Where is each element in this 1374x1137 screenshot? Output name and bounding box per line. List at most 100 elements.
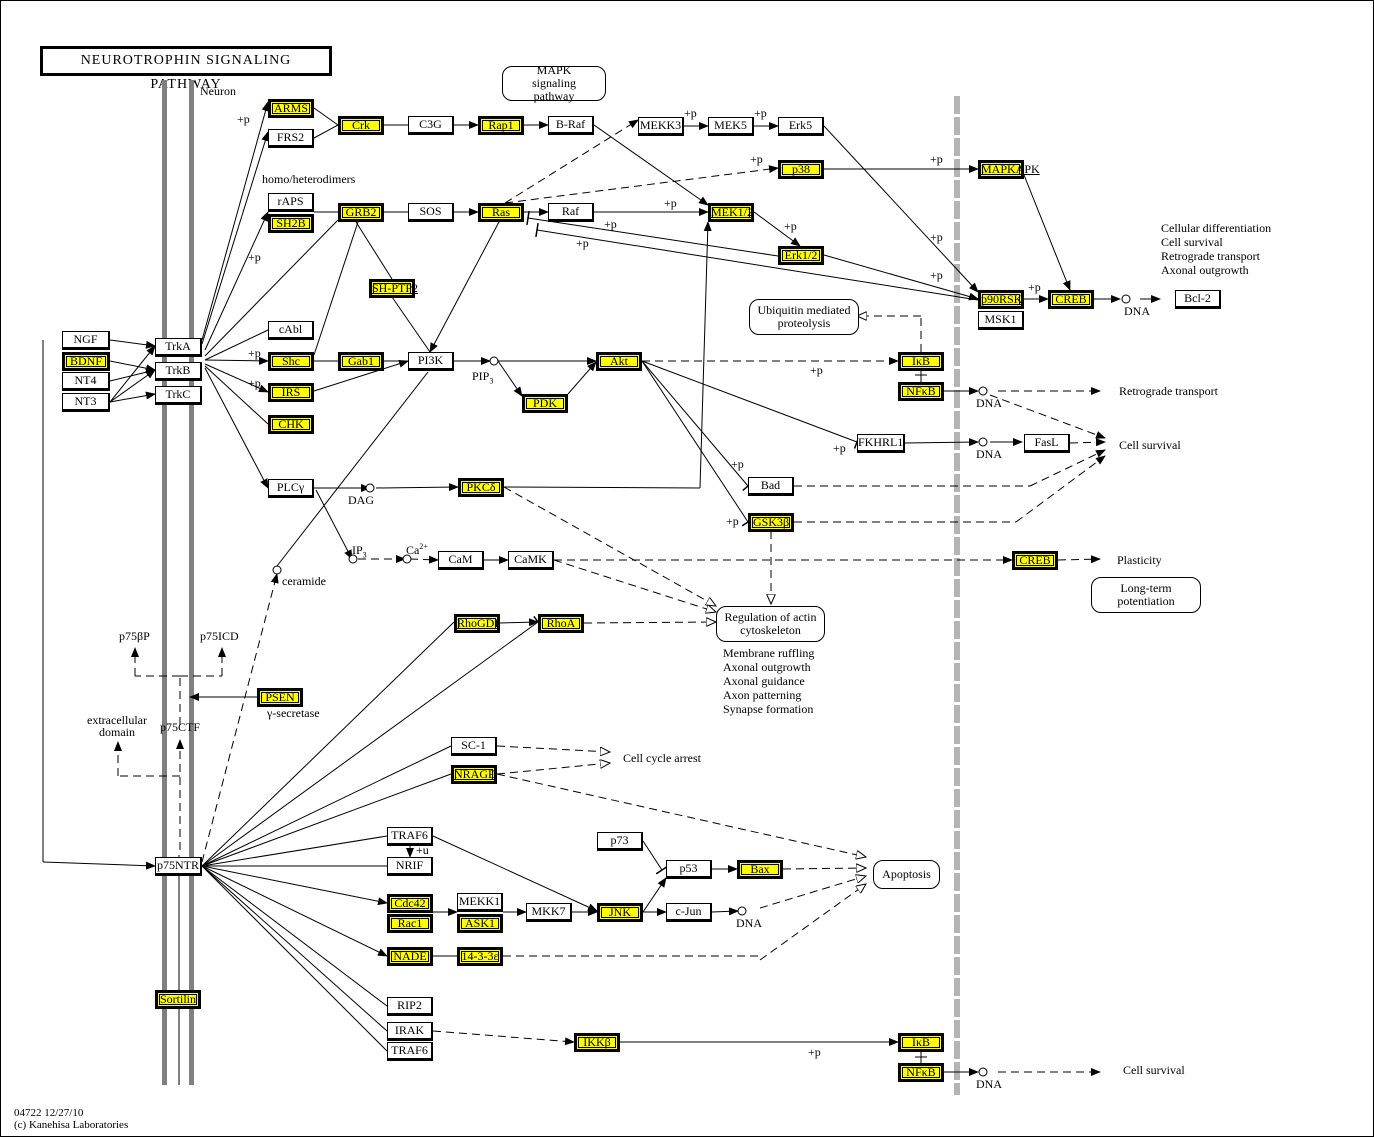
gene-node-rac1[interactable]: Rac1 — [387, 914, 433, 933]
gene-node-mek12[interactable]: MEK1/2 — [708, 203, 754, 222]
gene-node-shptp2[interactable]: SH-PTP2 — [369, 279, 418, 298]
ltp-pathway-text: Long-term potentiation — [1117, 581, 1175, 608]
gene-node-nfkb1[interactable]: NFκB — [898, 382, 944, 401]
gene-node-raps[interactable]: rAPS — [268, 193, 314, 212]
gene-node-cabl[interactable]: cAbl — [268, 321, 314, 340]
gene-node-sc1[interactable]: SC-1 — [451, 737, 497, 756]
gene-node-camk[interactable]: CaMK — [508, 551, 554, 570]
gene-node-nrif[interactable]: NRIF — [387, 857, 433, 876]
gene-node-msk1[interactable]: MSK1 — [978, 311, 1024, 330]
gene-node-akt[interactable]: Akt — [596, 352, 642, 371]
apoptosis-pathway-link[interactable]: Apoptosis — [873, 860, 940, 889]
gene-node-irs[interactable]: IRS — [268, 383, 314, 402]
gene-node-chk[interactable]: CHK — [268, 415, 314, 434]
gene-node-ngf[interactable]: NGF — [62, 331, 110, 350]
gene-node-cjun[interactable]: c-Jun — [666, 903, 712, 922]
gene-node-erk5[interactable]: Erk5 — [778, 117, 824, 136]
gene-node-p53[interactable]: p53 — [666, 860, 712, 879]
compound-circle[interactable] — [978, 386, 988, 396]
compound-circle[interactable] — [978, 437, 988, 447]
compound-circle[interactable] — [1121, 294, 1131, 304]
gene-node-ask1[interactable]: ASK1 — [457, 914, 503, 933]
gene-node-gab1[interactable]: Gab1 — [338, 352, 384, 371]
edge — [642, 877, 667, 913]
gene-node-ywhae[interactable]: 14-3-3ε — [457, 947, 503, 966]
gene-node-frs2[interactable]: FRS2 — [268, 129, 314, 148]
gene-node-cam[interactable]: CaM — [438, 551, 484, 570]
gene-node-p75ntr[interactable]: p75NTR — [155, 857, 202, 876]
gene-node-nfkb2[interactable]: NFκB — [898, 1063, 944, 1082]
gene-node-jnk[interactable]: JNK — [597, 903, 643, 922]
gene-node-plcg[interactable]: PLCγ — [268, 479, 314, 498]
gene-node-mekk3[interactable]: MEKK3 — [638, 117, 684, 136]
gene-node-bdnf[interactable]: BDNF — [62, 352, 110, 371]
actin-pathway-link[interactable]: Regulation of actin cytoskeleton — [716, 606, 825, 642]
gene-node-cdc42[interactable]: Cdc42 — [387, 894, 433, 913]
gene-node-traf6b[interactable]: TRAF6 — [387, 1042, 433, 1061]
gene-node-crk[interactable]: Crk — [338, 116, 384, 135]
gene-node-psen[interactable]: PSEN — [257, 688, 303, 707]
gene-node-traf6a[interactable]: TRAF6 — [387, 827, 433, 846]
gene-node-braf[interactable]: B-Raf — [548, 116, 594, 135]
gene-node-sortilin[interactable]: Sortilin — [155, 990, 201, 1009]
gene-node-raf[interactable]: Raf — [548, 203, 594, 222]
gene-node-sh2b[interactable]: SH2B — [268, 214, 314, 233]
gene-node-mek5[interactable]: MEK5 — [708, 117, 754, 136]
compound-circle[interactable] — [402, 554, 412, 564]
gene-node-pi3k[interactable]: PI3K — [408, 352, 454, 371]
compound-circle[interactable] — [348, 554, 358, 564]
gene-node-bax[interactable]: Bax — [737, 860, 783, 879]
gene-node-mkk7[interactable]: MKK7 — [526, 903, 572, 922]
outcome-item: Cell survival — [1161, 235, 1223, 249]
gene-node-rhogdi[interactable]: RhoGDI — [454, 614, 500, 633]
gene-node-p90rsk[interactable]: p90RSK — [978, 290, 1024, 309]
gene-node-bad[interactable]: Bad — [748, 477, 794, 496]
gene-node-gsk3b[interactable]: GSK3β — [748, 513, 794, 532]
outcome-item: Axon patterning — [723, 688, 802, 702]
gene-node-shc[interactable]: Shc — [268, 352, 314, 371]
plasma-membrane-outer — [162, 80, 167, 1085]
gene-node-ras[interactable]: Ras — [478, 203, 524, 222]
gene-node-arms[interactable]: ARMS — [268, 99, 314, 118]
compound-circle[interactable] — [272, 565, 282, 575]
gene-node-mekk1[interactable]: MEKK1 — [457, 893, 503, 912]
gene-node-sos[interactable]: SOS — [408, 203, 454, 222]
gamma-secretase-label: γ-secretase — [267, 706, 320, 720]
compound-circle[interactable] — [737, 906, 747, 916]
gene-node-mapkapk[interactable]: MAPKAPK — [978, 160, 1040, 179]
gene-node-p38[interactable]: p38 — [778, 160, 824, 179]
gene-node-erk12[interactable]: Erk1/2 — [778, 246, 824, 265]
gene-node-pdk[interactable]: PDK — [522, 394, 568, 413]
compound-circle[interactable] — [365, 483, 375, 493]
gene-node-nt3[interactable]: NT3 — [62, 393, 110, 412]
gene-node-fasl[interactable]: FasL — [1024, 434, 1070, 453]
gene-node-rhoa[interactable]: RhoA — [538, 614, 584, 633]
gene-node-trkb[interactable]: TrkB — [155, 362, 202, 381]
gene-node-ikb1[interactable]: IκB — [898, 352, 944, 371]
edge — [429, 219, 501, 353]
gene-node-trkc[interactable]: TrkC — [155, 386, 202, 405]
gene-node-nt4[interactable]: NT4 — [62, 372, 110, 391]
edge — [759, 884, 866, 961]
gene-node-rap1[interactable]: Rap1 — [478, 116, 524, 135]
gene-node-ikkb[interactable]: IKKβ — [574, 1033, 620, 1052]
gene-node-grb2[interactable]: GRB2 — [338, 203, 384, 222]
gene-node-rip2[interactable]: RIP2 — [387, 997, 433, 1016]
gene-node-creb1[interactable]: CREB — [1048, 290, 1094, 309]
gene-node-nade[interactable]: NADE — [387, 947, 433, 966]
gene-node-p73[interactable]: p73 — [597, 832, 643, 851]
ubiquitin-pathway-link[interactable]: Ubiquitin mediated proteolysis — [749, 299, 859, 335]
mapk-pathway-link[interactable]: MAPK signaling pathway — [502, 64, 606, 103]
gene-node-trka[interactable]: TrkA — [155, 338, 202, 357]
gene-node-ikb2[interactable]: IκB — [898, 1033, 944, 1052]
gene-node-nrage[interactable]: NRAGE — [451, 765, 497, 784]
gene-node-creb2[interactable]: CREB — [1012, 551, 1058, 570]
compound-circle[interactable] — [978, 1067, 988, 1077]
gene-node-irak[interactable]: IRAK — [387, 1022, 433, 1041]
gene-node-pkcd[interactable]: PKCδ — [458, 478, 504, 497]
gene-node-fkhrl1[interactable]: FKHRL1 — [857, 434, 905, 453]
ltp-pathway-link[interactable]: Long-term potentiation — [1091, 577, 1201, 613]
gene-node-bcl2[interactable]: Bcl-2 — [1175, 290, 1221, 309]
gene-node-c3g[interactable]: C3G — [408, 116, 454, 135]
compound-circle[interactable] — [489, 356, 499, 366]
